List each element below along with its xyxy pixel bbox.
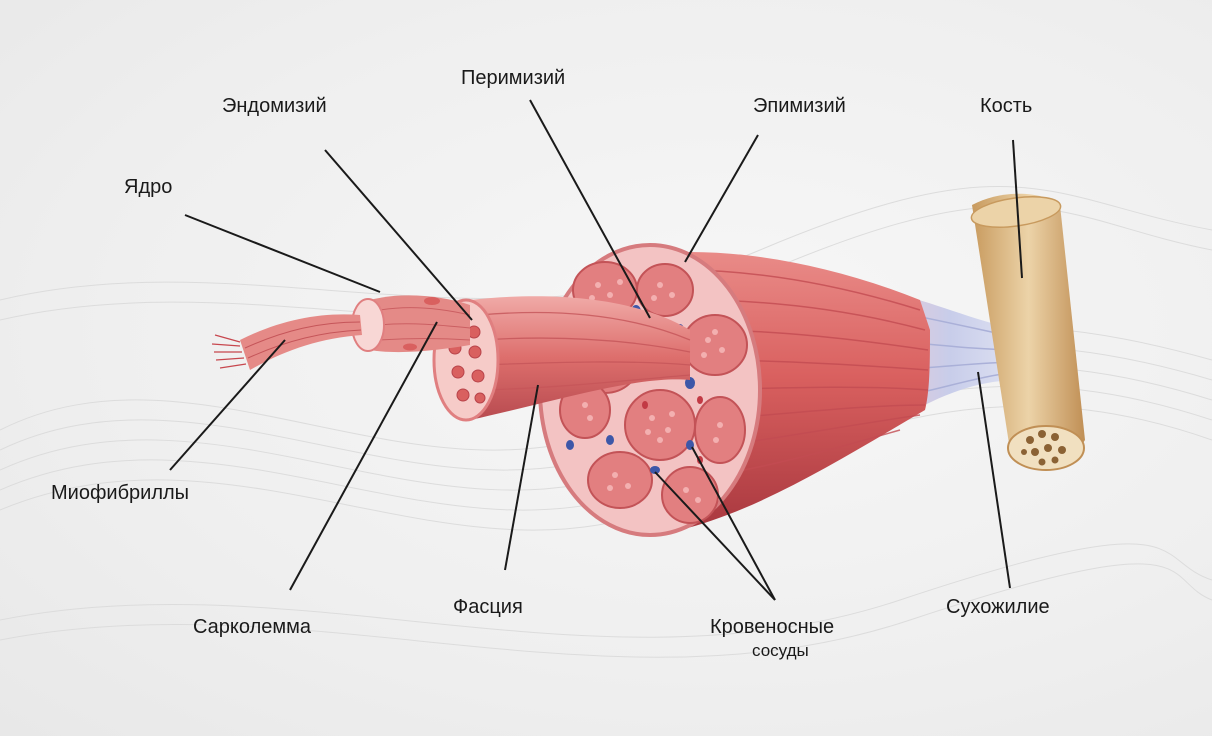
label-bone: Кость [980,96,1032,116]
leader-endomysium [325,150,472,320]
label-nucleus: Ядро [124,177,172,197]
label-tendon: Сухожилие [946,597,1050,617]
myofibrils [212,314,362,370]
leader-nucleus [185,215,380,292]
leader-fascia [505,385,538,570]
label-sarcolemma: Сарколемма [193,617,311,637]
label-fascia: Фасция [453,597,523,617]
leader-sarcolemma [290,322,437,590]
leader-epimysium [685,135,758,262]
label-endomysium: Эндомизий [222,96,327,116]
muscle-fiber [352,295,470,352]
label-vessels-line1: Кровеносные [710,617,834,637]
label-myofibrils: Миофибриллы [51,483,189,503]
label-epimysium: Эпимизий [753,96,846,116]
label-vessels-line2: сосуды [752,642,809,659]
label-perimysium: Перимизий [461,68,565,88]
